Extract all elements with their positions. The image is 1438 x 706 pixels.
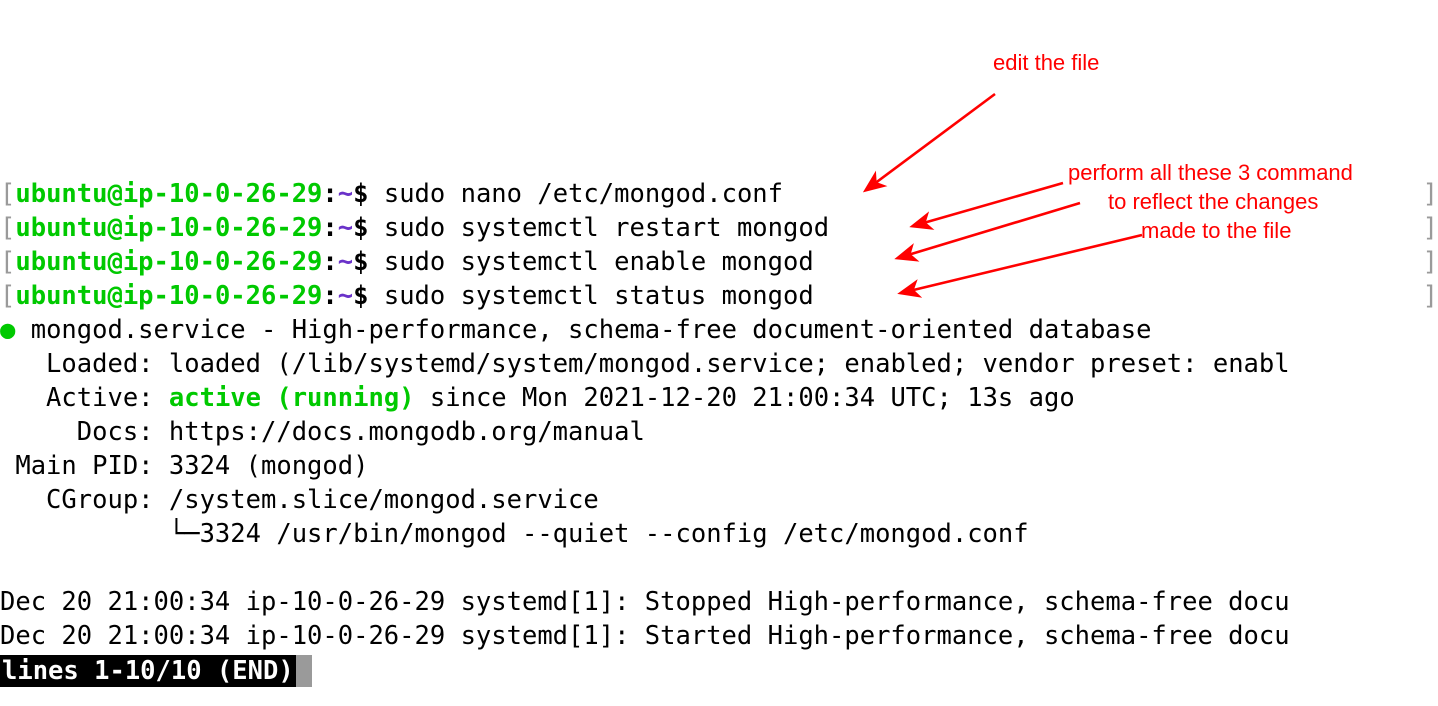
prompt-userhost: ubuntu@ip-10-0-26-29 — [15, 179, 323, 209]
terminal-prompt-line-1: [ubuntu@ip-10-0-26-29:~$ sudo nano /etc/… — [0, 177, 1438, 211]
service-loaded-line: Loaded: loaded (/lib/systemd/system/mong… — [0, 347, 1438, 381]
prompt-close-bracket-3: ] — [1422, 247, 1438, 277]
command-text-4: sudo systemctl status mongod — [368, 281, 814, 311]
journal-log-line-1: Dec 20 21:00:34 ip-10-0-26-29 systemd[1]… — [0, 587, 1290, 617]
loaded-value: loaded (/lib/systemd/system/mongod.servi… — [168, 349, 1290, 379]
prompt-tilde: ~ — [337, 213, 354, 243]
prompt-open-bracket: [ — [0, 247, 16, 277]
blank-line — [0, 551, 1438, 585]
prompt-dollar: $ — [353, 247, 369, 277]
service-mainpid-line: Main PID: 3324 (mongod) — [0, 451, 369, 481]
status-bullet-icon: ● — [0, 315, 16, 345]
prompt-open-bracket: [ — [0, 281, 16, 311]
command-3: sudo systemctl enable mongod — [383, 247, 814, 277]
prompt-open-bracket: [ — [0, 213, 16, 243]
journal-log-line-2: Dec 20 21:00:34 ip-10-0-26-29 systemd[1]… — [0, 621, 1290, 651]
prompt-dollar: $ — [353, 281, 369, 311]
prompt-tilde: ~ — [337, 247, 354, 277]
command-4: sudo systemctl status mongod — [383, 281, 814, 311]
prompt-close-bracket-1: ] — [1422, 179, 1438, 209]
prompt-tilde: ~ — [337, 179, 354, 209]
service-cgroup-line: CGroup: /system.slice/mongod.service — [0, 485, 599, 515]
command-text-3: sudo systemctl enable mongod — [368, 247, 814, 277]
command-text-1: sudo nano /etc/mongod.conf — [368, 179, 783, 209]
unit-description-text: mongod.service - High-performance, schem… — [30, 315, 1152, 345]
service-unit-line: ● mongod.service - High-performance, sch… — [0, 313, 1438, 347]
active-label: Active: — [0, 383, 169, 413]
prompt-dollar: $ — [353, 179, 369, 209]
prompt-colon: : — [322, 179, 338, 209]
command-2: sudo systemctl restart mongod — [383, 213, 830, 243]
unit-description: mongod.service - High-performance, schem… — [15, 315, 1152, 345]
pager-status-text: lines 1-10/10 (END) — [0, 655, 296, 687]
prompt-colon: : — [322, 247, 338, 277]
pager-status-bar: lines 1-10/10 (END) — [0, 655, 312, 687]
prompt-userhost: ubuntu@ip-10-0-26-29 — [15, 247, 323, 277]
active-since-text: since Mon 2021-12-20 21:00:34 UTC; 13s a… — [414, 383, 1075, 413]
prompt-colon: : — [322, 213, 338, 243]
command-text-2: sudo systemctl restart mongod — [368, 213, 829, 243]
terminal-prompt-line-4: [ubuntu@ip-10-0-26-29:~$ sudo systemctl … — [0, 279, 1438, 313]
prompt-close-bracket-2: ] — [1422, 213, 1438, 243]
command-1: sudo nano /etc/mongod.conf — [383, 179, 784, 209]
prompt-userhost: ubuntu@ip-10-0-26-29 — [15, 281, 323, 311]
prompt-userhost: ubuntu@ip-10-0-26-29 — [15, 213, 323, 243]
prompt-tilde: ~ — [337, 281, 354, 311]
terminal-prompt-line-3: [ubuntu@ip-10-0-26-29:~$ sudo systemctl … — [0, 245, 1438, 279]
prompt-colon: : — [322, 281, 338, 311]
service-active-line: Active: active (running) since Mon 2021-… — [0, 381, 1438, 415]
service-docs-line: Docs: https://docs.mongodb.org/manual — [0, 417, 645, 447]
prompt-dollar: $ — [353, 213, 369, 243]
active-state-badge: active (running) — [168, 383, 415, 413]
pager-cursor-block — [295, 655, 312, 687]
prompt-close-bracket-4: ] — [1422, 281, 1438, 311]
service-cgroup-child-line: └─3324 /usr/bin/mongod --quiet --config … — [0, 519, 1029, 549]
loaded-label: Loaded: — [0, 349, 169, 379]
terminal-prompt-line-2: [ubuntu@ip-10-0-26-29:~$ sudo systemctl … — [0, 211, 1438, 245]
prompt-open-bracket: [ — [0, 179, 16, 209]
